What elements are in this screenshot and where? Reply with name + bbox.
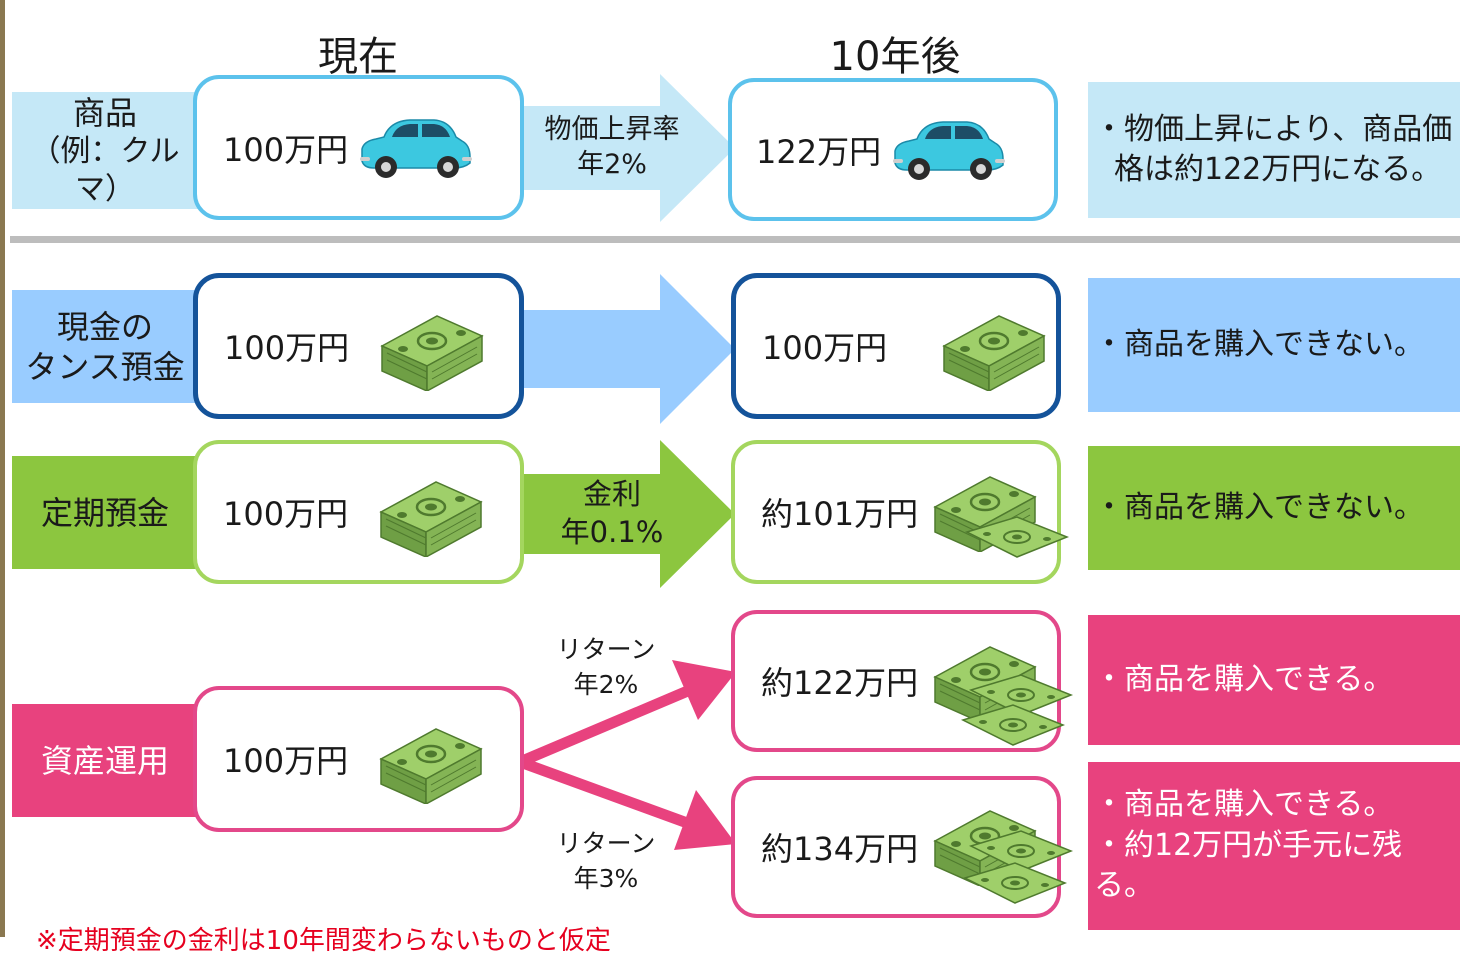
investment-upper-amount: 約122万円 [761, 664, 919, 702]
product-note-line2: 格は約122万円になる。 [1114, 152, 1442, 187]
tansu-later-amount: 100万円 [762, 329, 888, 367]
interest-rate: 年0.1% [560, 514, 664, 549]
teiki-now-card: 100万円 [193, 440, 524, 584]
money-stack-icon [376, 714, 486, 804]
tansu-label-line1: 現金の [56, 307, 153, 346]
investment-lower-amount: 約134万円 [761, 830, 919, 868]
tansu-label-line2: タンス預金 [25, 347, 185, 386]
teiki-now-amount: 100万円 [223, 495, 349, 533]
teiki-note: ・商品を購入できない。 [1088, 446, 1460, 570]
interest-label: 金利 [582, 477, 641, 511]
teiki-label: 定期預金 [12, 456, 198, 569]
footnote: ※定期預金の金利は10年間変わらないものと仮定 [36, 926, 611, 956]
price-rise-label: 物価上昇率 [544, 114, 680, 145]
money-stack-icon [377, 301, 487, 391]
left-border-line [0, 0, 5, 937]
tansu-arrow [520, 274, 735, 424]
upper-return-text: リターン 年2% [526, 632, 686, 702]
lower-return-text: リターン 年3% [526, 826, 686, 896]
money-bill-icon [960, 858, 1070, 908]
tansu-now-card: 100万円 [193, 273, 524, 419]
investment-upper-note: ・商品を購入できる。 [1088, 615, 1460, 745]
investment-now-amount: 100万円 [223, 742, 349, 780]
product-arrow-text: 物価上昇率 年2% [522, 112, 702, 182]
investment-split-arrows [517, 660, 736, 850]
investment-lower-note-line1: ・商品を購入できる。 [1094, 787, 1394, 823]
tansu-note: ・商品を購入できない。 [1088, 278, 1460, 412]
section-divider [10, 236, 1460, 243]
product-label-line1: 商品 [72, 94, 137, 132]
tansu-label: 現金の タンス預金 [12, 290, 198, 403]
product-later-amount: 122万円 [756, 132, 882, 171]
teiki-arrow [520, 440, 735, 588]
product-note: ・物価上昇により、商品価 格は約122万円になる。 [1088, 82, 1460, 218]
lower-return-label: リターン [556, 829, 656, 858]
investment-lower-note: ・商品を購入できる。 ・約12万円が手元に残る。 [1088, 762, 1460, 930]
investment-now-card: 100万円 [193, 686, 524, 832]
product-label: 商品 （例：クルマ） [12, 92, 198, 209]
money-stack-icon [939, 301, 1049, 391]
product-arrow [520, 74, 735, 222]
teiki-arrow-text: 金利 年0.1% [522, 476, 702, 551]
header-now: 現在 [318, 34, 398, 80]
lower-return-rate: 年3% [573, 864, 639, 893]
price-rise-rate: 年2% [577, 149, 647, 181]
investment-label: 資産運用 [12, 704, 198, 817]
money-bill-icon [958, 700, 1068, 750]
money-bill-icon [962, 512, 1072, 562]
car-icon [887, 115, 1007, 185]
tansu-later-card: 100万円 [731, 273, 1061, 419]
tansu-now-amount: 100万円 [224, 329, 350, 367]
product-now-amount: 100万円 [223, 130, 349, 169]
upper-return-rate: 年2% [573, 670, 639, 699]
money-stack-icon [376, 467, 486, 557]
product-now-card: 100万円 [193, 75, 524, 220]
teiki-later-amount: 約101万円 [761, 495, 919, 533]
car-icon [354, 113, 474, 183]
header-later: 10年後 [829, 34, 961, 80]
upper-return-label: リターン [556, 635, 656, 664]
product-later-card: 122万円 [728, 78, 1058, 221]
investment-lower-note-line2: ・約12万円が手元に残る。 [1094, 827, 1403, 904]
product-note-line1: ・物価上昇により、商品価 [1094, 111, 1453, 147]
product-label-line2: （例：クルマ） [30, 134, 180, 207]
